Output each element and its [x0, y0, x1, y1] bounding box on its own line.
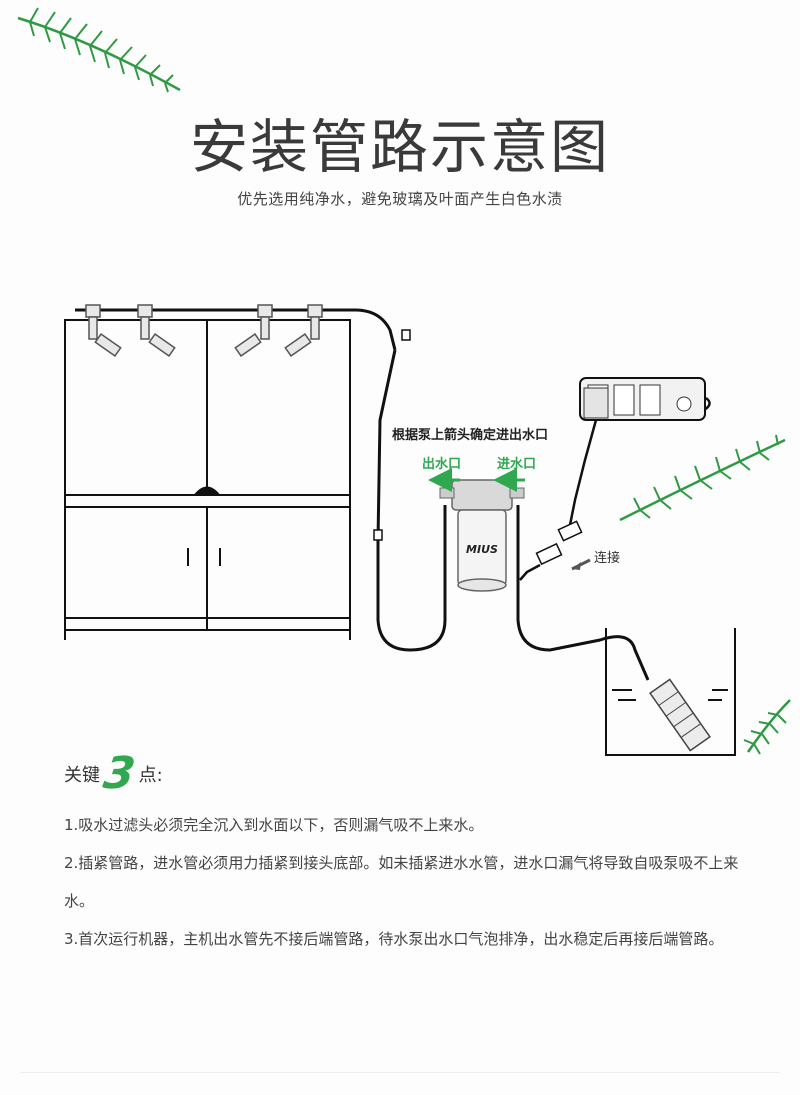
power-strip-icon [579, 377, 706, 421]
pump-icon: MIUS [439, 479, 525, 592]
pine-branch-bottom-right-icon [743, 699, 791, 755]
connect-arrowhead-icon [572, 562, 581, 570]
water-tank [605, 628, 736, 756]
nozzle-1-icon [85, 304, 122, 358]
pine-branch-right-icon [619, 434, 786, 522]
bottom-divider [20, 1072, 780, 1073]
inlet-label: 进水口 [497, 456, 536, 472]
pine-branch-top-left-icon [17, 7, 181, 93]
nozzle-2-icon [137, 304, 176, 358]
key-points-prefix: 关键 [64, 765, 100, 786]
pump-instruction-label: 根据泵上箭头确定进出水口 [392, 427, 548, 443]
suction-filter-icon [649, 678, 711, 752]
key-point-item: 2.插紧管路，进水管必须用力插紧到接头底部。如未插紧进水水管，进水口漏气将导致自… [64, 854, 739, 910]
key-points-number: 3 [100, 748, 139, 799]
key-point-item: 1.吸水过滤头必须完全沉入到水面以下，否则漏气吸不上来水。 [64, 816, 484, 834]
top-pipe [75, 308, 397, 351]
key-points-list: 1.吸水过滤头必须完全沉入到水面以下，否则漏气吸不上来水。 2.插紧管路，进水管… [64, 806, 754, 958]
cable-connector-icon [535, 520, 583, 566]
cabinet [64, 319, 351, 640]
key-points-suffix: 点: [138, 765, 163, 786]
nozzle-3-icon [234, 304, 273, 358]
pump-brand-label: MIUS [466, 543, 498, 556]
nozzle-4-icon [284, 304, 323, 358]
page-title: 安装管路示意图 [189, 113, 610, 181]
outlet-label: 出水口 [422, 456, 461, 472]
key-points-heading: 关键 3 点: [64, 748, 163, 799]
mist-nozzles [85, 304, 323, 358]
outlet-hose [373, 329, 447, 652]
inlet-hose [516, 505, 650, 681]
page-subtitle: 优先选用纯净水，避免玻璃及叶面产生白色水渍 [237, 190, 563, 208]
connect-label: 连接 [594, 550, 620, 566]
key-point-item: 3.首次运行机器，主机出水管先不接后端管路，待水泵出水口气泡排净，出水稳定后再接… [64, 930, 724, 948]
